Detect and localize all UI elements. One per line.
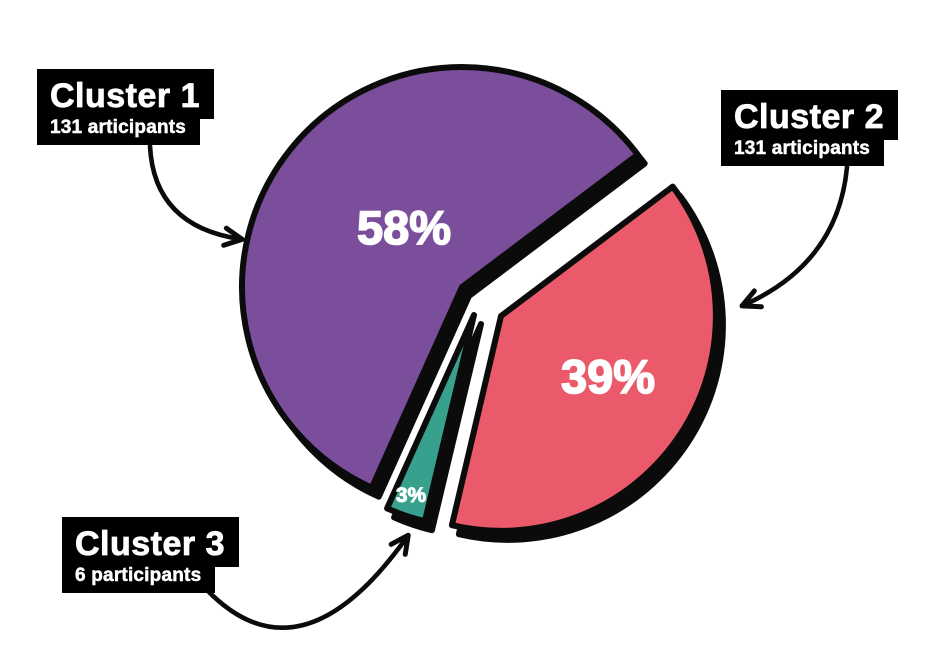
pie-slice-cluster3: 3% — [384, 312, 484, 534]
cluster2-subtitle: 131 articipants — [721, 138, 885, 167]
pie-slice-cluster2-wedge — [448, 183, 719, 534]
pie-slice-cluster3-wedge — [384, 312, 477, 525]
arrow-cluster2 — [739, 164, 850, 310]
cluster2-label: Cluster 2 131 articipants — [721, 90, 898, 167]
cluster3-subtitle: 6 participants — [62, 565, 216, 594]
cluster1-label: Cluster 1 131 articipants — [37, 69, 214, 146]
pie-slice-cluster2: 39% — [448, 183, 726, 543]
cluster2-title: Cluster 2 — [721, 90, 898, 141]
pie-percent-cluster3: 3% — [396, 484, 427, 507]
cluster3-label: Cluster 3 6 participants — [62, 517, 239, 594]
cluster1-subtitle: 131 articipants — [37, 117, 201, 146]
pie-percent-cluster2: 39% — [561, 350, 655, 403]
pie-slice-cluster1: 58% — [239, 64, 648, 500]
pie-percent-cluster1: 58% — [357, 201, 451, 254]
cluster1-title: Cluster 1 — [37, 69, 214, 120]
pie-slice-cluster1-wedge — [239, 64, 641, 491]
arrow-cluster1 — [147, 143, 245, 248]
arrow-cluster3 — [203, 532, 411, 630]
cluster3-title: Cluster 3 — [62, 517, 239, 568]
